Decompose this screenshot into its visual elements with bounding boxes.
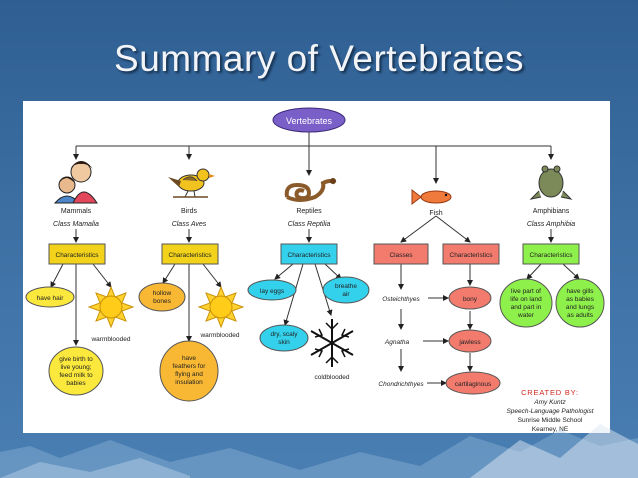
mammals-illustration bbox=[53, 161, 98, 204]
svg-text:feed milk to: feed milk to bbox=[59, 372, 93, 379]
mammals-warmblooded: warmblooded bbox=[90, 336, 130, 343]
reptiles-class: Class Reptilia bbox=[288, 221, 331, 228]
svg-text:skin: skin bbox=[278, 339, 290, 346]
snake-illustration bbox=[284, 178, 337, 202]
svg-text:Characteristics: Characteristics bbox=[169, 252, 213, 259]
svg-text:as babies: as babies bbox=[566, 296, 595, 303]
reptiles-breathe-air-oval: breathe air bbox=[322, 276, 370, 304]
svg-text:and part in: and part in bbox=[511, 304, 542, 311]
svg-text:Characteristics: Characteristics bbox=[530, 252, 574, 259]
frog-illustration bbox=[529, 165, 573, 200]
svg-text:flying and: flying and bbox=[175, 371, 203, 378]
svg-text:air: air bbox=[342, 291, 350, 298]
svg-text:Characteristics: Characteristics bbox=[288, 252, 332, 259]
svg-text:Classes: Classes bbox=[389, 252, 413, 259]
mammals-class: Class Mamalia bbox=[53, 221, 99, 228]
credits-heading: CREATED BY: bbox=[521, 388, 579, 397]
fish-jawless-oval: jawless bbox=[448, 329, 492, 353]
credits-role: Speech-Language Pathologist bbox=[506, 408, 594, 415]
mammals-characteristics-box: Characteristics bbox=[48, 243, 106, 265]
svg-text:and lungs: and lungs bbox=[566, 304, 595, 311]
reptiles-characteristics-box: Characteristics bbox=[280, 243, 338, 265]
reptiles-coldblooded: coldblooded bbox=[314, 374, 349, 381]
svg-text:hollow: hollow bbox=[153, 290, 172, 297]
fish-class-chondrichthyes: Chondrichthyes bbox=[378, 381, 424, 388]
credits-location: Kearney, NE bbox=[532, 426, 569, 433]
svg-text:life on land: life on land bbox=[510, 296, 542, 303]
svg-text:live young;: live young; bbox=[60, 364, 91, 371]
amphibians-characteristics-box: Characteristics bbox=[522, 243, 580, 265]
root-node-vertebrates: Vertebrates bbox=[272, 107, 346, 133]
fish-classes-box: Classes bbox=[373, 243, 429, 265]
svg-text:Characteristics: Characteristics bbox=[56, 252, 100, 259]
fish-class-osteichthyes: Osteichthyes bbox=[382, 296, 420, 303]
birds-feathers-oval: have feathers for flying and insulation bbox=[159, 340, 219, 402]
birds-characteristics-box: Characteristics bbox=[161, 243, 219, 265]
mammals-sun-icon bbox=[87, 285, 135, 329]
reptiles-scaly-skin-oval: dry, scaly skin bbox=[259, 324, 309, 352]
vertebrates-concept-map: Vertebrates Mammals Class Mamalia Charac… bbox=[25, 107, 605, 433]
fish-class-agnatha: Agnatha bbox=[384, 339, 410, 346]
svg-text:as adults: as adults bbox=[567, 312, 594, 319]
svg-text:have: have bbox=[182, 355, 196, 362]
amphibians-class: Class Amphibia bbox=[527, 221, 575, 228]
mammals-birth-oval: give birth to live young; feed milk to b… bbox=[48, 346, 104, 396]
svg-text:live part of: live part of bbox=[511, 288, 541, 295]
svg-text:have hair: have hair bbox=[37, 295, 65, 302]
mammals-label: Mammals bbox=[61, 208, 92, 215]
diagram-panel: Vertebrates Mammals Class Mamalia Charac… bbox=[23, 101, 610, 433]
svg-text:jawless: jawless bbox=[458, 339, 481, 346]
fish-bony-oval: bony bbox=[448, 286, 492, 310]
reptiles-label: Reptiles bbox=[296, 208, 322, 215]
bird-illustration bbox=[168, 168, 215, 198]
fish-cartilaginous-oval: cartilaginous bbox=[445, 371, 501, 395]
credits-block: CREATED BY: Amy Kuntz Speech-Language Pa… bbox=[506, 388, 594, 433]
birds-label: Birds bbox=[181, 208, 197, 215]
svg-text:have gills: have gills bbox=[566, 288, 594, 295]
amphibians-gills-lungs-oval: have gills as babies and lungs as adults bbox=[555, 278, 605, 328]
svg-text:bones: bones bbox=[153, 298, 171, 305]
svg-text:lay eggs: lay eggs bbox=[260, 288, 285, 295]
svg-text:breathe: breathe bbox=[335, 283, 357, 290]
svg-text:dry, scaly: dry, scaly bbox=[271, 331, 299, 338]
reptiles-lay-eggs-oval: lay eggs bbox=[247, 279, 297, 301]
svg-text:water: water bbox=[517, 312, 535, 319]
credits-school: Sunrise Middle School bbox=[518, 417, 583, 424]
credits-name: Amy Kuntz bbox=[533, 399, 566, 406]
root-label: Vertebrates bbox=[286, 116, 333, 126]
amphibians-label: Amphibians bbox=[533, 208, 570, 215]
fish-illustration bbox=[411, 188, 452, 206]
birds-warmblooded: warmblooded bbox=[199, 332, 239, 339]
svg-text:insulation: insulation bbox=[175, 379, 203, 386]
connector-lines bbox=[50, 132, 580, 386]
birds-hollow-bones-oval: hollow bones bbox=[138, 282, 186, 312]
birds-class: Class Aves bbox=[172, 221, 207, 228]
svg-text:Characteristics: Characteristics bbox=[450, 252, 494, 259]
mammals-have-hair-oval: have hair bbox=[25, 286, 75, 308]
amphibians-land-water-oval: live part of life on land and part in wa… bbox=[499, 278, 553, 328]
svg-text:babies: babies bbox=[66, 380, 86, 387]
snowflake-icon bbox=[310, 319, 354, 367]
slide-title: Summary of Vertebrates bbox=[114, 38, 524, 79]
fish-characteristics-box: Characteristics bbox=[442, 243, 500, 265]
birds-sun-icon bbox=[197, 285, 245, 329]
fish-label: Fish bbox=[429, 210, 442, 217]
svg-text:feathers for: feathers for bbox=[173, 363, 207, 370]
svg-text:bony: bony bbox=[463, 296, 478, 303]
svg-text:give birth to: give birth to bbox=[59, 356, 93, 363]
svg-text:cartilaginous: cartilaginous bbox=[455, 381, 492, 388]
